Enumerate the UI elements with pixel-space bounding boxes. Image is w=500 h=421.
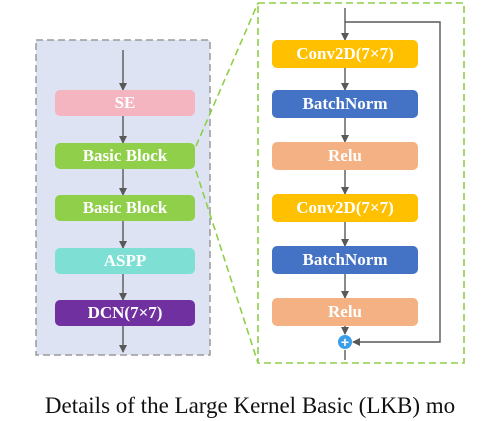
right-arrows <box>341 8 441 360</box>
basic-block-1: Basic Block <box>55 143 195 169</box>
zoom-line-bottom <box>195 170 259 364</box>
conv2d-block-2: Conv2D(7×7) <box>272 194 418 222</box>
dcn-block: DCN(7×7) <box>55 300 195 326</box>
basic-block-2: Basic Block <box>55 195 195 221</box>
relu-block-1: Relu <box>272 142 418 170</box>
batchnorm-block-2: BatchNorm <box>272 246 418 274</box>
add-symbol: + <box>341 334 349 350</box>
batchnorm-block-1: BatchNorm <box>272 90 418 118</box>
se-block: SE <box>55 90 195 116</box>
skip-connection <box>345 21 441 346</box>
figure-caption: Details of the Large Kernel Basic (LKB) … <box>44 393 456 418</box>
conv2d-block-1: Conv2D(7×7) <box>272 40 418 68</box>
relu-block-2: Relu <box>272 298 418 326</box>
add-circle <box>338 335 352 349</box>
aspp-block: ASPP <box>55 248 195 274</box>
zoom-line-top <box>195 2 259 147</box>
